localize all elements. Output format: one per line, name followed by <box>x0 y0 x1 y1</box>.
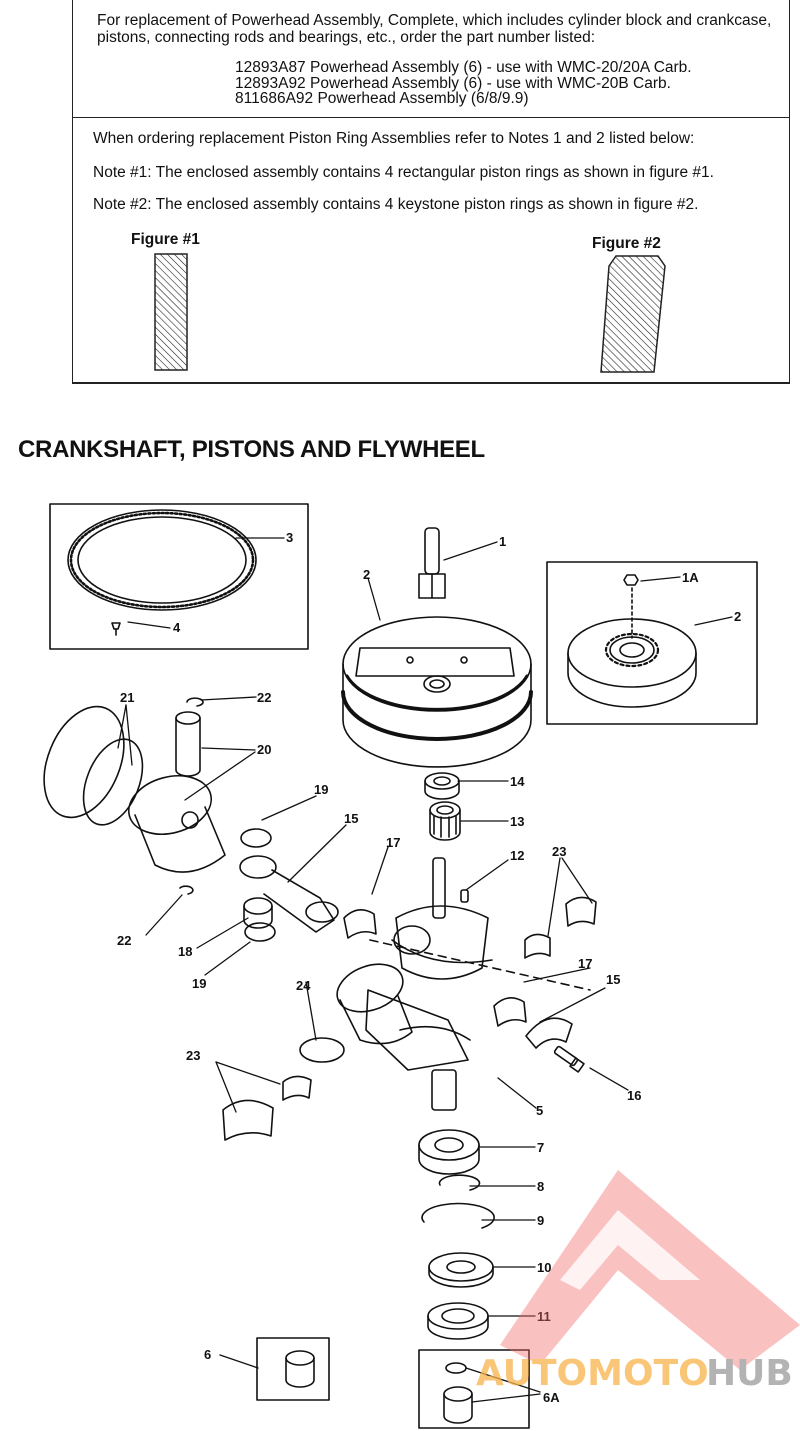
callout-10: 10 <box>537 1260 551 1275</box>
notes-box: For replacement of Powerhead Assembly, C… <box>72 0 790 384</box>
upper-snap-ring <box>186 697 204 707</box>
right-bearing-cage <box>524 933 551 959</box>
part-number-item: 12893A92 Powerhead Assembly (6) - use wi… <box>235 74 671 92</box>
lower-washer-ring <box>299 1037 345 1063</box>
right-bearing-half <box>565 896 597 927</box>
ring-gear-inset-box <box>49 503 309 650</box>
ball-bearing <box>418 1129 480 1175</box>
figure-2-label: Figure #2 <box>592 235 661 252</box>
keystone-ring-section <box>600 255 666 373</box>
seal <box>424 772 460 800</box>
piston <box>127 775 226 873</box>
callout-14: 14 <box>510 774 525 789</box>
flywheel-key <box>460 889 469 903</box>
callout-1a: 1A <box>682 570 699 585</box>
callout-7: 7 <box>537 1140 544 1155</box>
callout-6a: 6A <box>543 1390 560 1405</box>
crankshaft <box>365 857 591 1111</box>
rod-bolt <box>553 1045 585 1073</box>
callout-23-right: 23 <box>552 844 566 859</box>
note-2: Note #2: The enclosed assembly contains … <box>93 196 699 213</box>
bushing-inset-box <box>256 1337 330 1401</box>
callout-2-inset: 2 <box>734 609 741 624</box>
callout-22-upper: 22 <box>257 690 271 705</box>
part-number-item: 12893A87 Powerhead Assembly (6) - use wi… <box>235 59 692 76</box>
piston-ring-notes: When ordering replacement Piston Ring As… <box>73 118 789 382</box>
connecting-rod <box>239 855 339 933</box>
upper-washer <box>240 828 272 848</box>
callout-17-upper: 17 <box>386 835 400 850</box>
callout-6: 6 <box>204 1347 211 1362</box>
snap-ring <box>421 1202 495 1229</box>
flywheel-inset-box <box>546 561 758 725</box>
flywheel <box>341 616 533 768</box>
callout-12: 12 <box>510 848 524 863</box>
callout-19-upper: 19 <box>314 782 328 797</box>
lower-washer <box>244 922 276 942</box>
lower-snap-ring <box>179 885 194 895</box>
callout-1: 1 <box>499 534 506 549</box>
piston-pin <box>175 711 201 777</box>
rectangular-ring-section <box>154 253 188 371</box>
exploded-parts-diagram: 3 4 1 2 1A 2 21 22 20 19 15 17 14 13 12 … <box>43 503 800 1429</box>
ring-figures <box>154 253 666 373</box>
watermark-logo: AUTOMOTO HUB <box>476 1170 800 1394</box>
left-bearing-cage <box>282 1075 312 1101</box>
upper-needle-bearing <box>429 801 461 841</box>
leader-lines <box>117 537 733 1403</box>
ordering-instruction: When ordering replacement Piston Ring As… <box>93 130 695 147</box>
callout-labels: 3 4 1 2 1A 2 21 22 20 19 15 17 14 13 12 … <box>117 530 741 1405</box>
bushing <box>285 1350 315 1388</box>
part-number-item: 811686A92 Powerhead Assembly (6/8/9.9) <box>235 90 529 107</box>
pin-needle-bearing <box>243 897 273 929</box>
lower-rod-bearing-half <box>493 997 527 1027</box>
callout-8: 8 <box>537 1179 544 1194</box>
note-1: Note #1: The enclosed assembly contains … <box>93 164 714 181</box>
callout-19-lower: 19 <box>192 976 206 991</box>
ring-gear <box>67 509 257 611</box>
bearing-kit <box>443 1362 473 1424</box>
callout-20: 20 <box>257 742 271 757</box>
powerhead-notes: For replacement of Powerhead Assembly, C… <box>73 0 789 118</box>
callout-2-flywheel: 2 <box>363 567 370 582</box>
watermark-text-gray: HUB <box>706 1353 793 1394</box>
left-bearing-half <box>222 1099 274 1141</box>
flywheel-bolt <box>418 527 446 599</box>
callout-21: 21 <box>120 690 134 705</box>
callout-16: 16 <box>627 1088 641 1103</box>
callout-5: 5 <box>536 1103 543 1118</box>
figure-1-label: Figure #1 <box>131 231 200 248</box>
section-title: CRANKSHAFT, PISTONS AND FLYWHEEL <box>18 436 485 463</box>
callout-13: 13 <box>510 814 524 829</box>
callout-15-lower: 15 <box>606 972 620 987</box>
rod-cap <box>525 1017 573 1049</box>
part-number-list: 12893A87 Powerhead Assembly (6) - use wi… <box>235 60 692 107</box>
callout-18: 18 <box>178 944 192 959</box>
retaining-ring <box>438 1174 481 1191</box>
piston-rings <box>43 705 144 826</box>
oil-seal <box>427 1302 489 1340</box>
watermark-text-orange: AUTOMOTO <box>476 1353 709 1394</box>
callout-4: 4 <box>173 620 181 635</box>
upper-rod-bearing-half <box>343 909 377 939</box>
lower-piston <box>336 963 413 1045</box>
callout-3: 3 <box>286 530 293 545</box>
callout-11: 11 <box>537 1309 551 1324</box>
callout-22-lower: 22 <box>117 933 131 948</box>
callout-15-upper: 15 <box>344 811 358 826</box>
callout-23-left: 23 <box>186 1048 200 1063</box>
ring-gear-screw <box>111 622 121 636</box>
callout-24: 24 <box>296 978 311 993</box>
flywheel-alt-view <box>567 574 697 708</box>
thrust-washer <box>428 1252 494 1288</box>
callout-9: 9 <box>537 1213 544 1228</box>
callout-17-lower: 17 <box>578 956 592 971</box>
powerhead-intro: For replacement of Powerhead Assembly, C… <box>97 12 772 46</box>
